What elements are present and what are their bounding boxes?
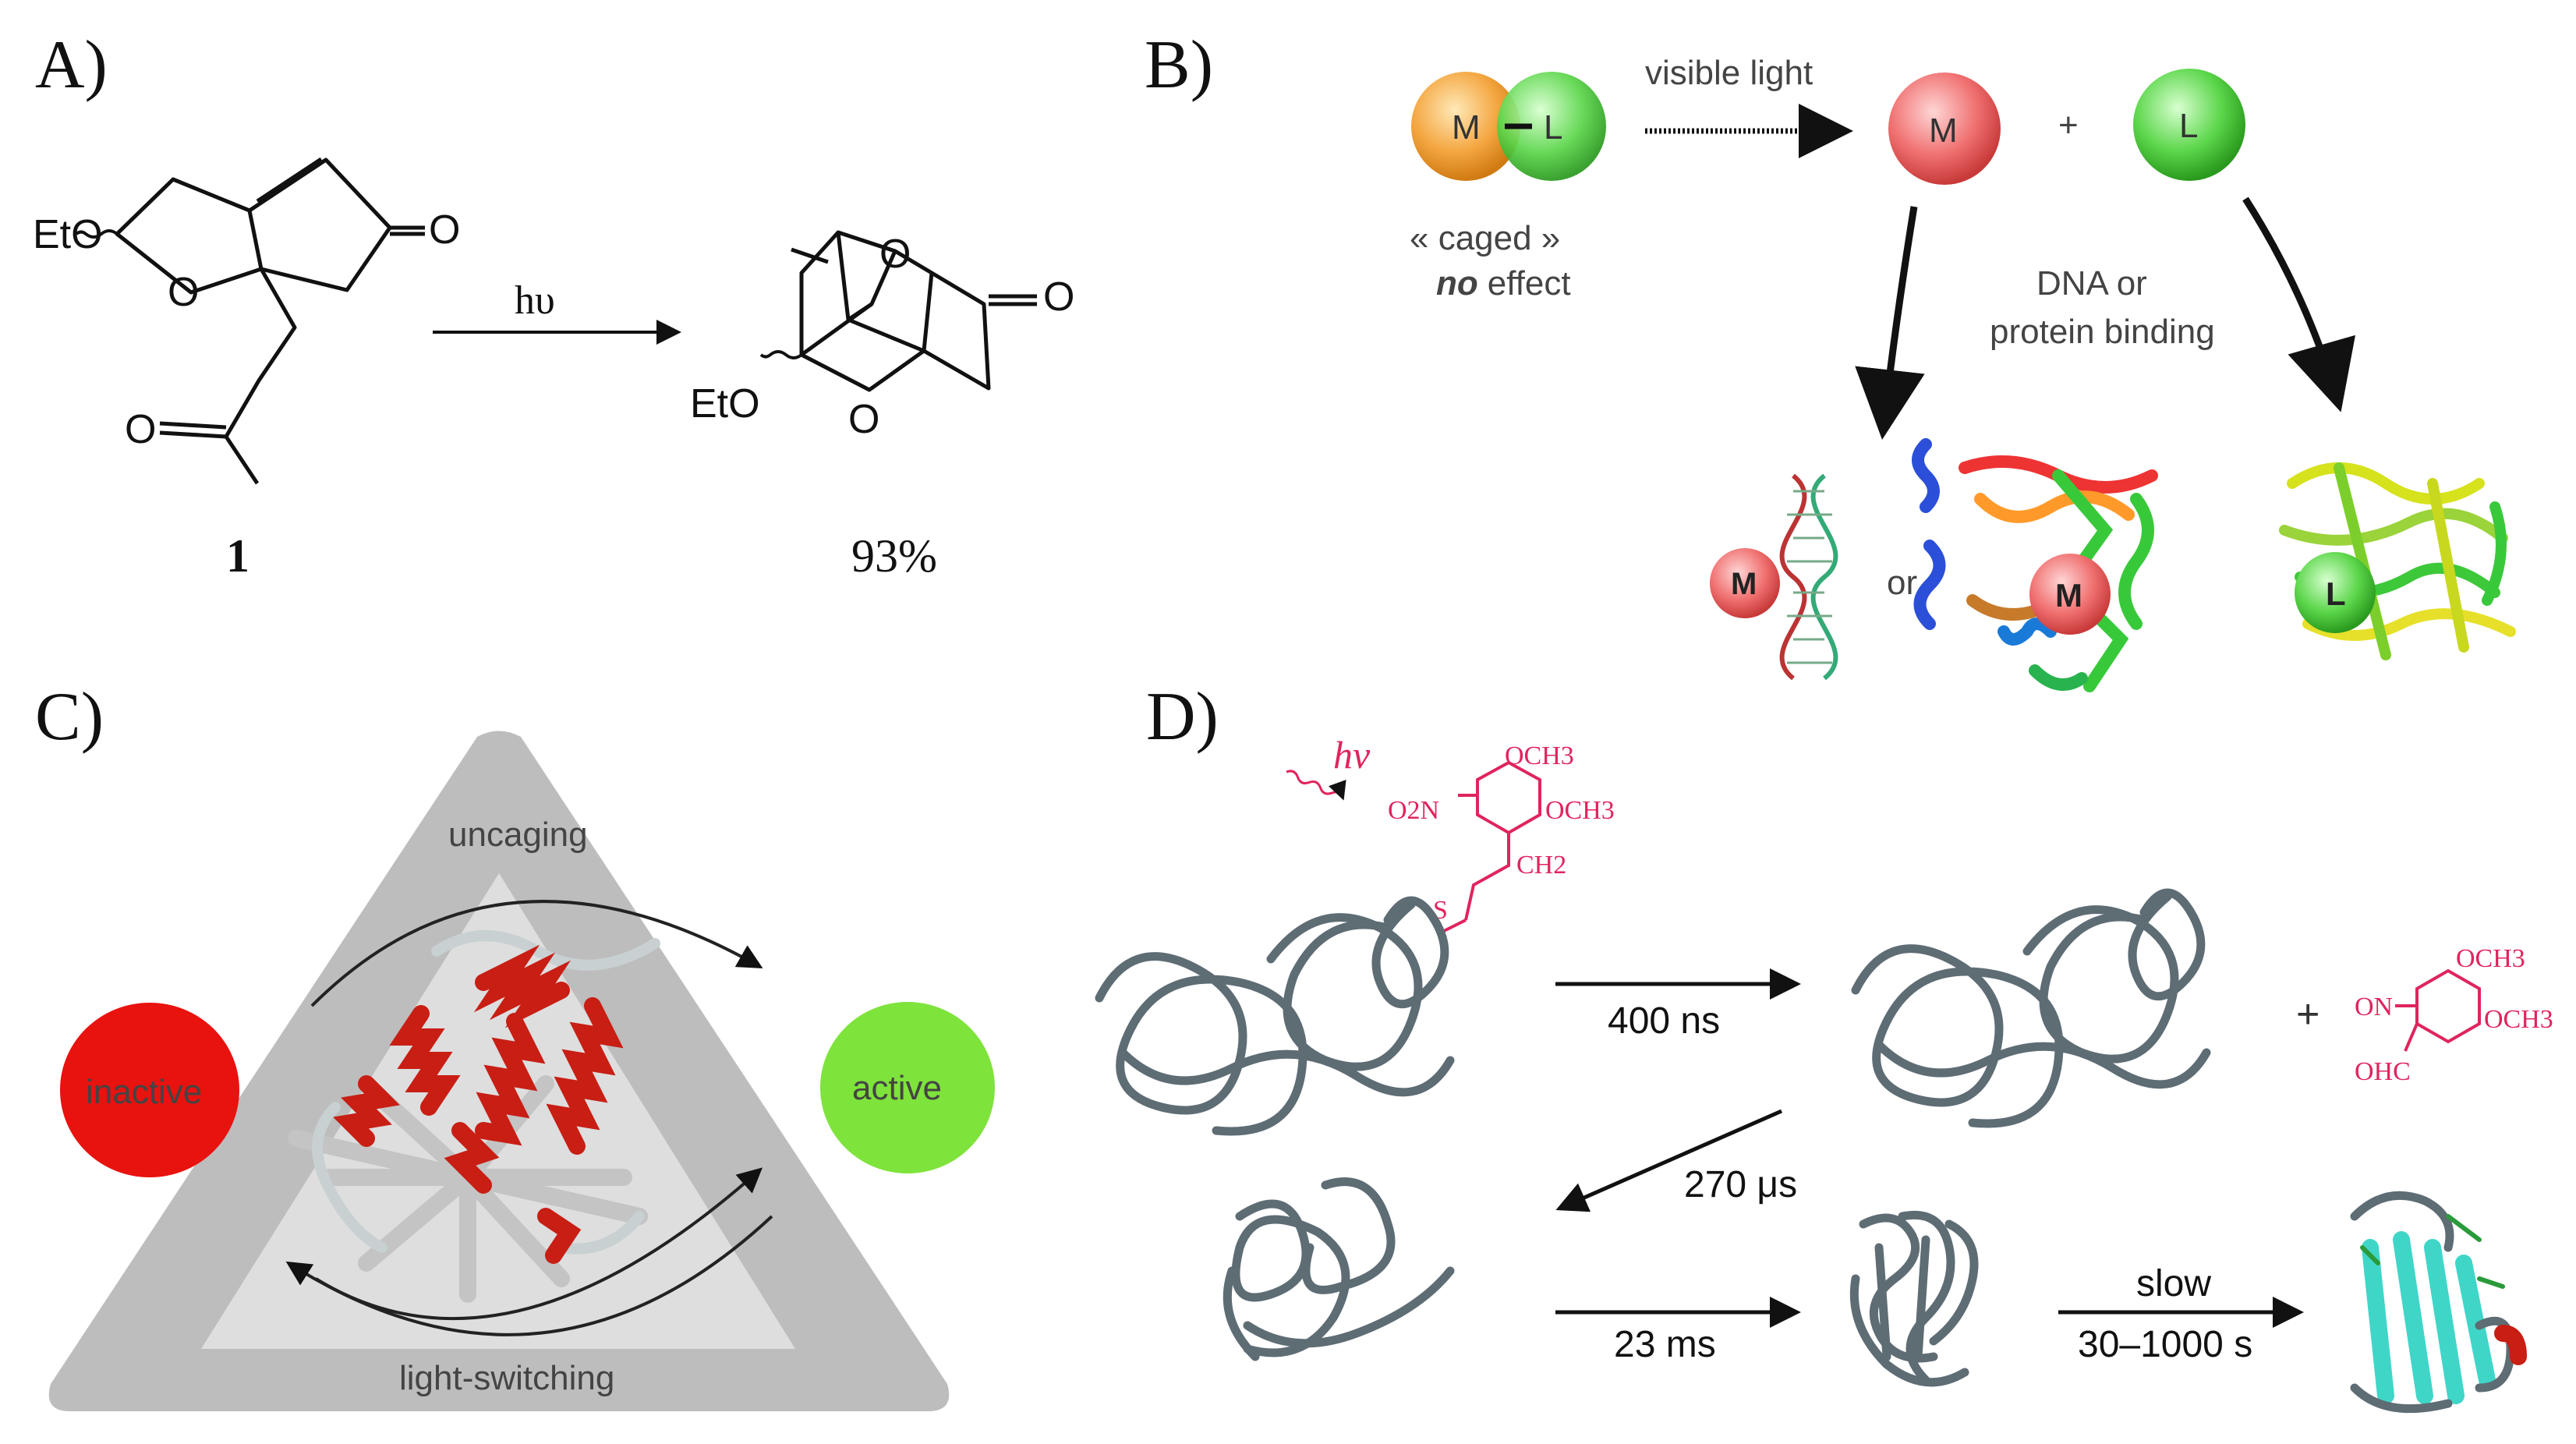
binding-text-line1: DNA or	[2036, 264, 2147, 303]
helical-protein-image	[312, 930, 660, 1264]
product-structure	[759, 230, 1037, 392]
free-metal-sphere	[1888, 73, 2001, 185]
panel-c-label: C)	[35, 679, 104, 755]
protein-with-metal-image	[1912, 438, 2158, 692]
or-text: or	[1887, 564, 1917, 602]
caged-no-word: no	[1436, 264, 1478, 303]
light-switching-label: light-switching	[399, 1359, 614, 1397]
protein-bound-ligand-label: L	[2326, 575, 2346, 612]
byproduct-on: ON	[2355, 993, 2393, 1021]
caged-ligand-label: L	[1544, 108, 1562, 147]
binding-text-line2: protein binding	[1990, 313, 2215, 351]
cage-ch2: CH2	[1516, 851, 1566, 879]
uncaging-arrow	[310, 900, 763, 1007]
protein-bound-metal-label: M	[2055, 577, 2082, 614]
free-ligand-label: L	[2179, 107, 2198, 145]
protein-bound-ligand	[2295, 552, 2376, 633]
cage-group-structure	[1442, 760, 1541, 933]
caged-metal-label: M	[1452, 108, 1481, 147]
protein-bound-metal	[2029, 554, 2111, 635]
inactive-state-label: inactive	[86, 1073, 202, 1111]
byproduct-och3-right: OCH3	[2484, 1005, 2553, 1034]
byproduct-och3-top: OCH3	[2456, 944, 2525, 973]
products-plus: +	[2058, 106, 2079, 144]
panel-a-label: A)	[35, 27, 108, 103]
cage-och3-top: OCH3	[1505, 741, 1574, 770]
caged-metal-sphere	[1411, 72, 1520, 181]
compact-protein	[1849, 1210, 1979, 1387]
dna-helix-image	[1779, 473, 1838, 681]
panel-c: C)	[35, 679, 995, 1411]
binding-arrow-right	[2242, 196, 2356, 412]
reactant-ketone2-o: O	[125, 407, 156, 452]
panel-b-label: B)	[1145, 27, 1213, 103]
panel-d-label: D)	[1146, 679, 1219, 755]
step2-arrow	[1555, 1109, 1783, 1212]
byproduct-structure	[2395, 968, 2481, 1052]
product-eto: EtO	[690, 381, 760, 426]
free-ligand-sphere	[2133, 69, 2245, 181]
product-ketone-o: O	[1043, 274, 1074, 320]
binding-arrow-left	[1855, 206, 1925, 440]
inactive-state-circle	[60, 1003, 239, 1177]
reaction-condition: hυ	[515, 278, 555, 323]
cage-o2n: O2N	[1388, 796, 1439, 825]
uncaging-label: uncaging	[448, 816, 588, 854]
active-state-label: active	[852, 1069, 942, 1107]
reactant-ketone-o: O	[429, 207, 460, 253]
dna-bound-metal	[1710, 548, 1780, 618]
active-state-circle	[820, 1002, 995, 1173]
caged-text-line2: no effect	[1436, 264, 1571, 303]
reactant-ring-o: O	[168, 270, 199, 315]
reactant-structure	[75, 157, 425, 485]
caged-text-line1: « caged »	[1410, 219, 1560, 257]
folded-protein	[2350, 1191, 2527, 1414]
unfolded-protein-free	[1851, 888, 2211, 1128]
light-hv: hν	[1333, 733, 1371, 777]
dna-bound-metal-label: M	[1731, 567, 1757, 601]
switching-arrow-back	[285, 1215, 773, 1336]
visible-light-label: visible light	[1645, 54, 1813, 92]
step3-time: 23 ms	[1614, 1324, 1716, 1365]
step1-time: 400 ns	[1608, 1000, 1720, 1042]
cage-och3-right: OCH3	[1545, 796, 1615, 825]
caged-ligand-sphere	[1497, 72, 1606, 181]
light-squiggle	[1286, 770, 1346, 801]
free-metal-label: M	[1929, 111, 1958, 150]
products-plus-d: +	[2296, 992, 2319, 1037]
reactant-eto: EtO	[33, 212, 103, 257]
product-yield: 93%	[851, 530, 937, 582]
product-o-bottom: O	[848, 397, 879, 442]
byproduct-ohc: OHC	[2355, 1057, 2411, 1086]
collapsed-protein	[1223, 1177, 1455, 1361]
step4-label: slow	[2136, 1263, 2211, 1304]
product-o-top: O	[879, 232, 911, 277]
compound-number: 1	[226, 530, 249, 582]
caged-effect-word: effect	[1488, 264, 1571, 303]
panel-d: D) hν OCH3 OCH3 O2N CH2 S 400 ns	[1095, 679, 2553, 1414]
panel-a: A) EtO O O O hυ	[33, 27, 1074, 582]
unfolded-protein-caged	[1095, 896, 1455, 1136]
step4-time: 30–1000 s	[2078, 1324, 2252, 1365]
step2-time: 270 μs	[1684, 1164, 1797, 1205]
